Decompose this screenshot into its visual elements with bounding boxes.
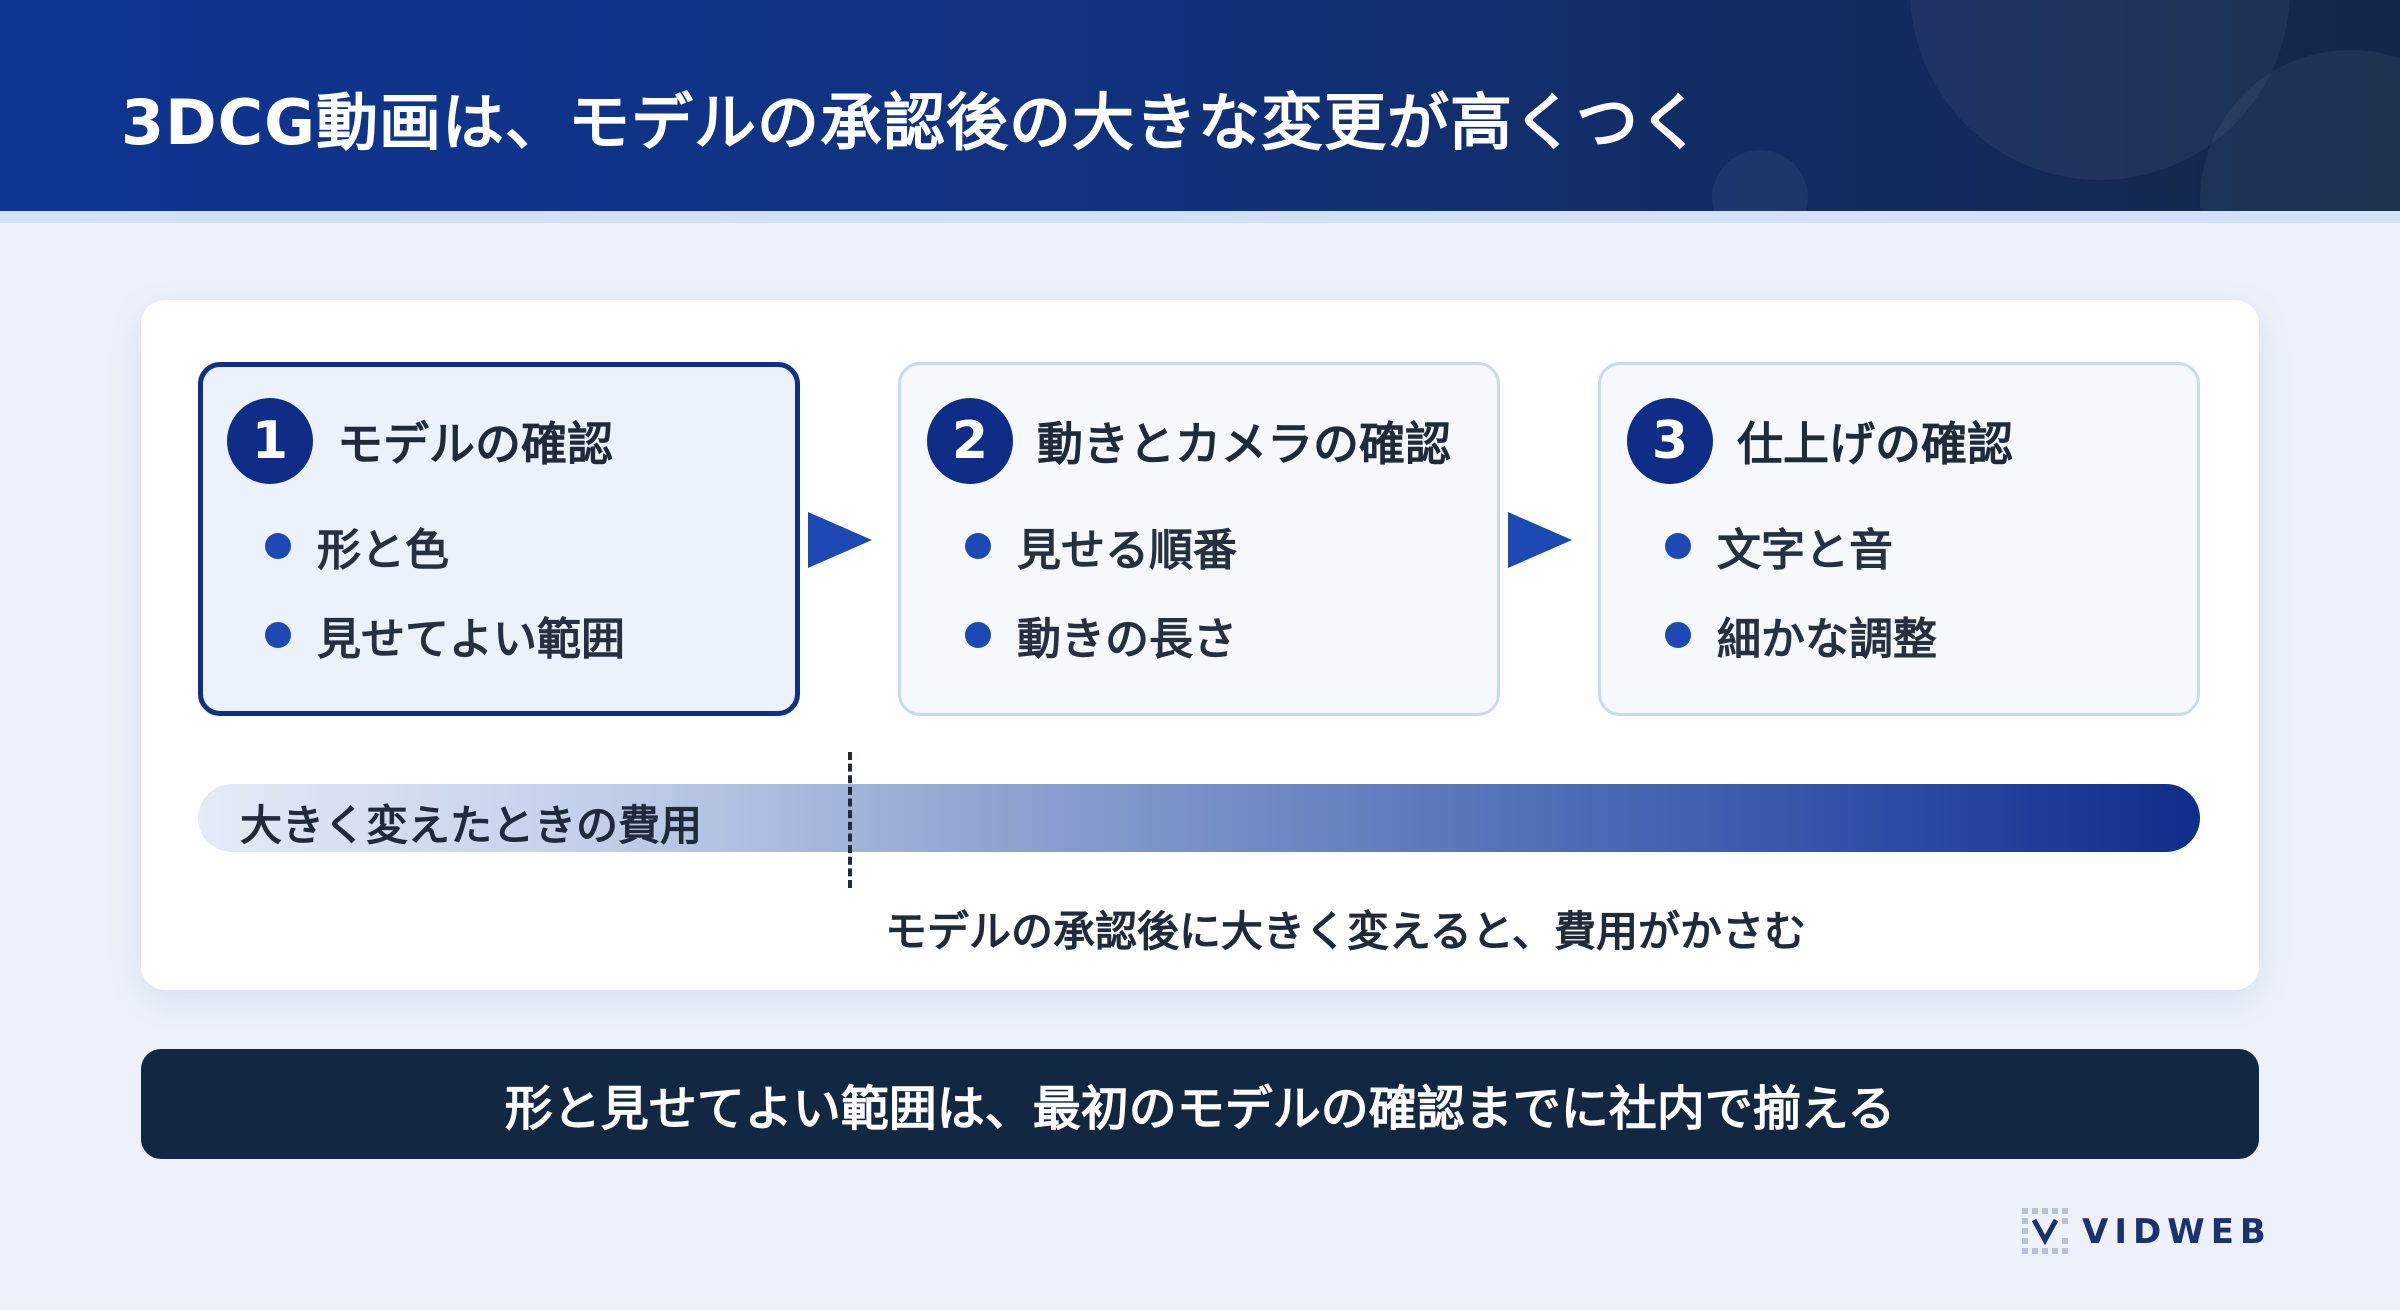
step-bullet-list: 文字と音 細かな調整 [1665,519,1937,697]
summary-text: 形と見せてよい範囲は、最初のモデルの確認までに社内で揃える [504,1081,1896,1137]
arrow-right-icon [1508,512,1572,568]
step-title: モデルの確認 [337,417,613,471]
bullet-dot-icon [265,533,291,559]
summary-banner: 形と見せてよい範囲は、最初のモデルの確認までに社内で揃える [141,1049,2259,1159]
header-divider [0,211,2400,223]
list-item: 細かな調整 [1665,608,1937,665]
step-bullet-list: 見せる順番 動きの長さ [965,519,1237,697]
decor-circle [1712,150,1808,211]
bullet-text: 文字と音 [1717,525,1893,576]
bullet-dot-icon [1665,622,1691,648]
bullet-dot-icon [1665,533,1691,559]
step-bullet-list: 形と色 見せてよい範囲 [265,519,625,697]
bullet-text: 見せる順番 [1017,525,1237,576]
bullet-text: 見せてよい範囲 [317,614,625,665]
logo-text: VIDWEB [2082,1212,2272,1252]
bullet-dot-icon [265,622,291,648]
list-item: 文字と音 [1665,519,1937,576]
step-number-badge: 2 [927,398,1013,484]
cost-bar-label: 大きく変えたときの費用 [240,801,703,850]
step-header: 3 仕上げの確認 [1627,398,2013,484]
bullet-text: 動きの長さ [1017,614,1237,665]
list-item: 形と色 [265,519,625,576]
step-card-motion-camera: 2 動きとカメラの確認 見せる順番 動きの長さ [898,362,1500,716]
bullet-text: 細かな調整 [1717,614,1937,665]
arrow-right-icon [808,512,872,568]
step-title: 仕上げの確認 [1737,417,2013,471]
list-item: 動きの長さ [965,608,1237,665]
step-card-finishing: 3 仕上げの確認 文字と音 細かな調整 [1598,362,2200,716]
step-header: 1 モデルの確認 [227,398,613,484]
page-title: 3DCG動画は、モデルの承認後の大きな変更が高くつく [121,86,1702,159]
list-item: 見せる順番 [965,519,1237,576]
bullet-text: 形と色 [317,525,449,576]
bullet-dot-icon [965,622,991,648]
header-banner: 3DCG動画は、モデルの承認後の大きな変更が高くつく [0,0,2400,211]
step-card-model: 1 モデルの確認 形と色 見せてよい範囲 [198,362,800,716]
step-number-badge: 3 [1627,398,1713,484]
step-title: 動きとカメラの確認 [1037,417,1451,471]
cost-gradient-bar [198,784,2200,852]
step-header: 2 動きとカメラの確認 [927,398,1451,484]
bullet-dot-icon [965,533,991,559]
list-item: 見せてよい範囲 [265,608,625,665]
logo-mark-icon [2022,1208,2068,1254]
brand-logo: VIDWEB [2020,1206,2272,1258]
approval-marker-line [848,752,852,888]
cost-note: モデルの承認後に大きく変えると、費用がかさむ [885,907,1807,956]
step-number-badge: 1 [227,398,313,484]
